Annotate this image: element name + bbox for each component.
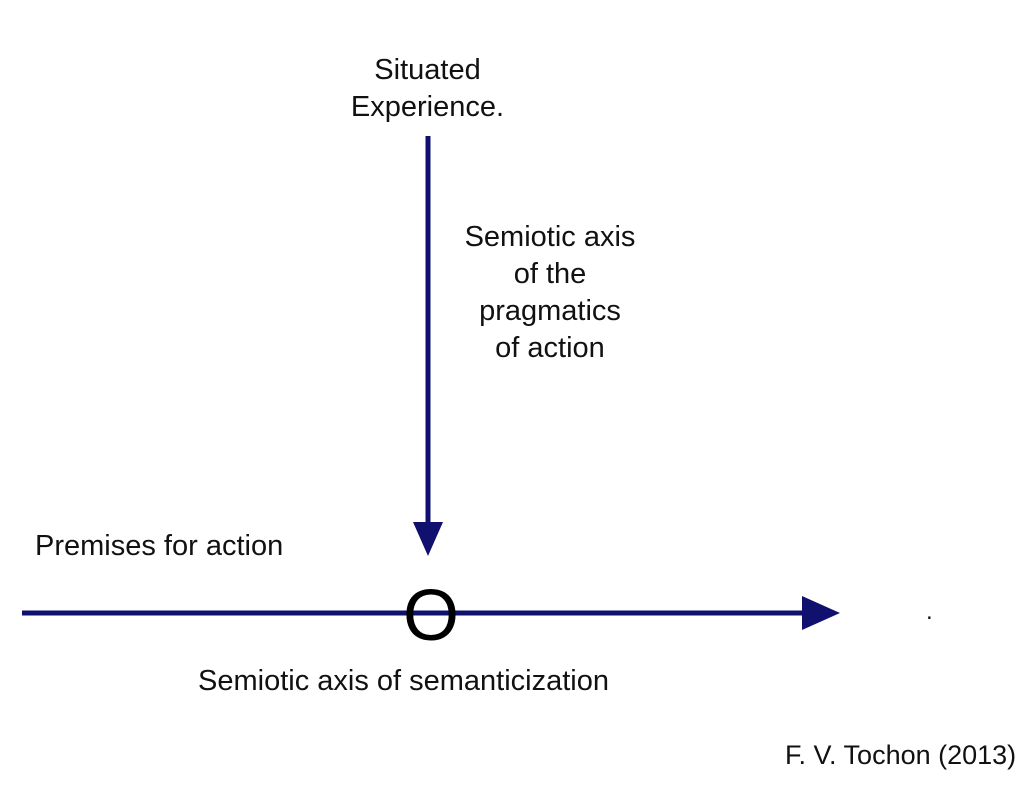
vertical-axis-label: Semiotic axis of the pragmatics of actio… — [430, 219, 670, 367]
horizontal-axis-label: Semiotic axis of semanticization — [198, 665, 609, 697]
vertical-axis-label-line-3: pragmatics — [479, 295, 621, 327]
origin-label: O — [402, 576, 459, 656]
top-label-line-1: Situated — [374, 54, 481, 86]
horizontal-arrowhead — [802, 596, 840, 630]
situated-experience-label: Situated Experience. — [300, 52, 555, 126]
vertical-arrowhead — [413, 522, 443, 556]
premises-label: Premises for action — [35, 530, 284, 562]
trailing-mark: . — [926, 598, 933, 625]
top-label-line-2: Experience. — [350, 91, 505, 123]
vertical-axis-label-line-1: Semiotic axis — [464, 221, 636, 253]
vertical-axis-label-line-4: of action — [495, 332, 605, 364]
credit-label: F. V. Tochon (2013) — [785, 740, 1017, 770]
vertical-axis-label-line-2: of the — [513, 258, 587, 290]
